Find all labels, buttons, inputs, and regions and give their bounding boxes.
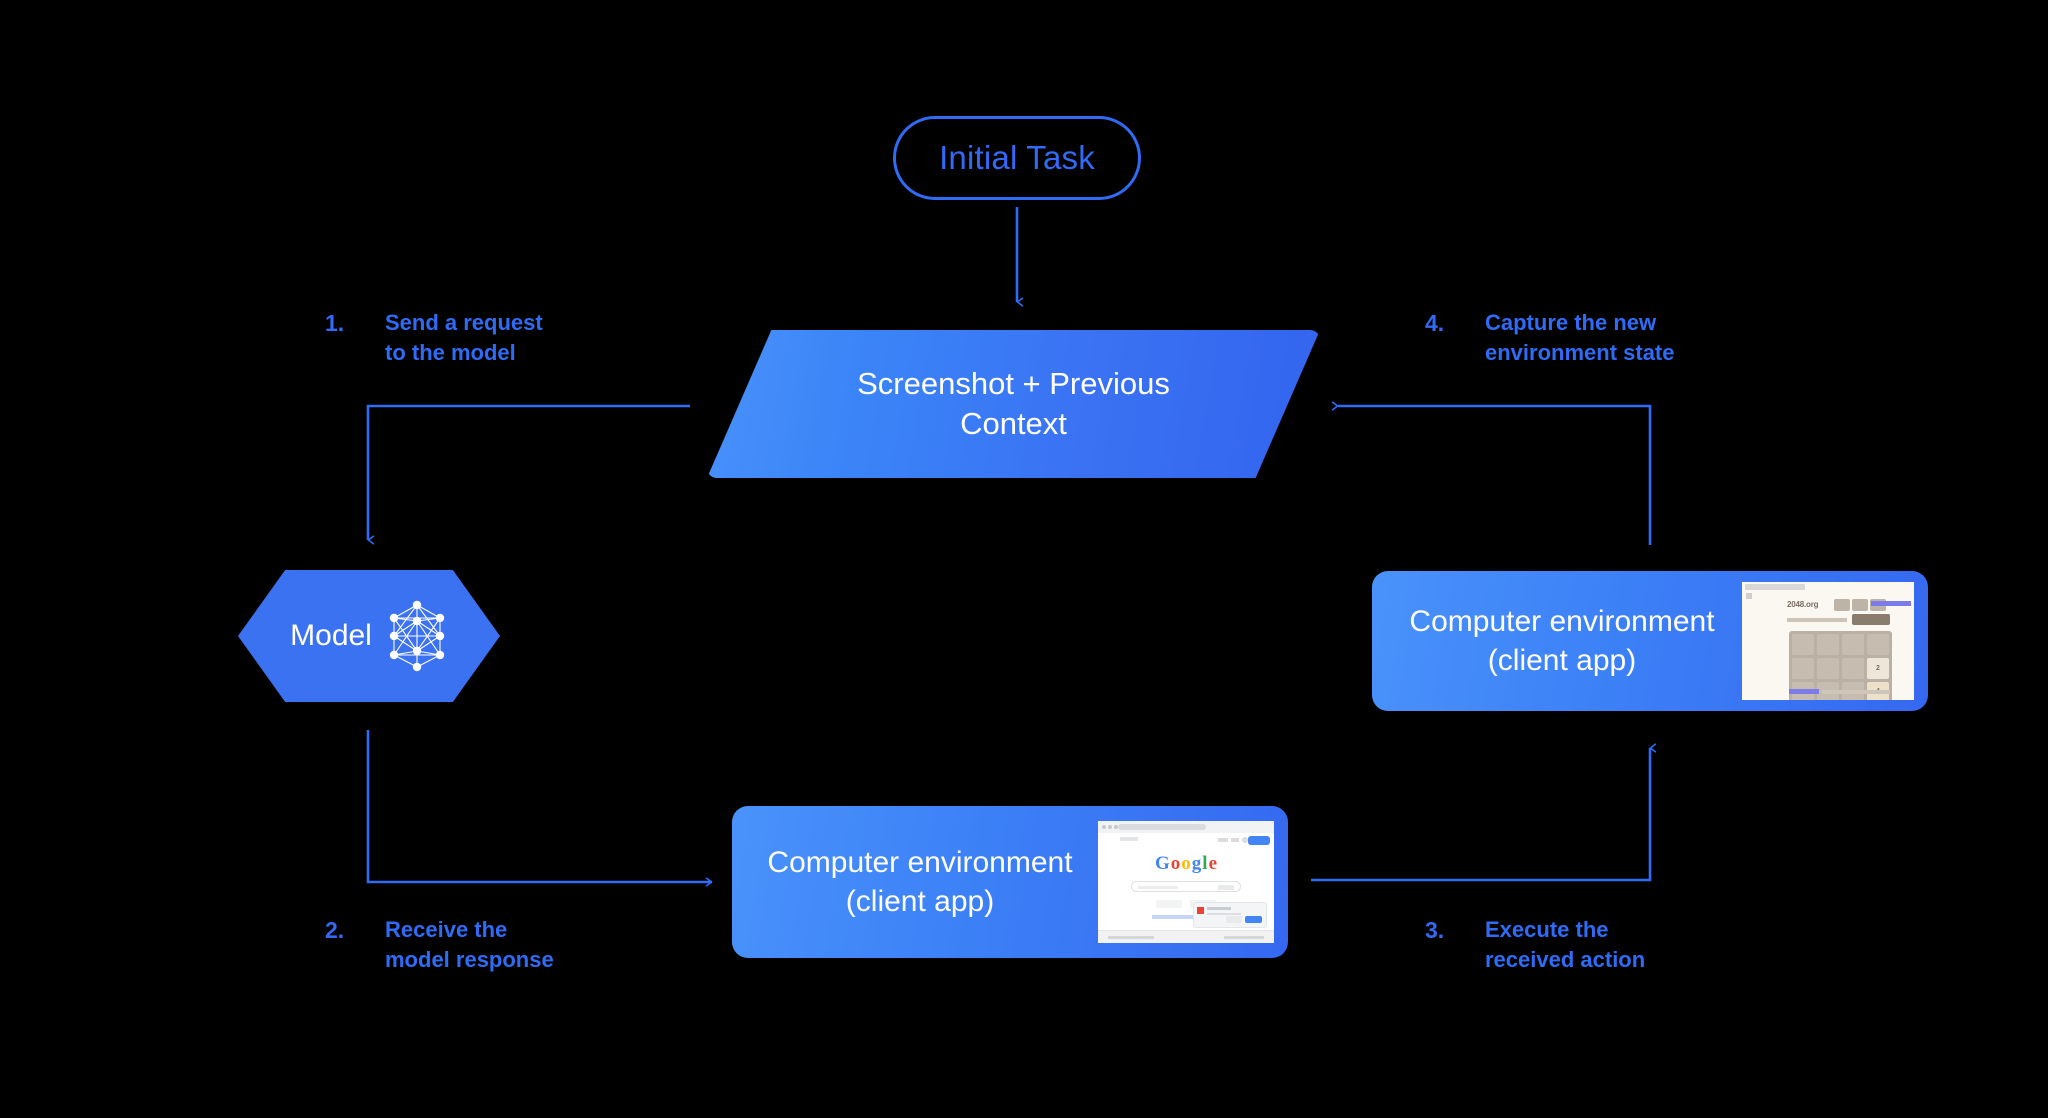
step-label-4: 4. Capture the new environment state: [1425, 308, 1675, 369]
context-node-shape: [707, 330, 1320, 478]
step-number: 2.: [325, 917, 345, 943]
grid-cell: [1792, 657, 1814, 679]
grid-tile: 2: [1867, 657, 1889, 679]
logo-letter: e: [1208, 853, 1217, 874]
page-nav-text: [1120, 837, 1138, 841]
neural-network-icon: [389, 600, 445, 672]
score-box: [1852, 599, 1868, 611]
top-nav-links: [1218, 837, 1270, 843]
game-subtitle: [1787, 618, 1847, 622]
new-game-button: [1852, 614, 1890, 625]
client-app-bottom-line1: Computer environment: [767, 846, 1073, 879]
client-app-node-bottom: Computer environment (client app) G o o: [732, 806, 1288, 958]
step-number: 4.: [1425, 310, 1445, 336]
arrow-client-right-to-context: [1331, 401, 1652, 545]
sign-in-button: [1248, 836, 1270, 845]
footer-text: [1822, 690, 1890, 694]
reload-icon: [1114, 825, 1118, 829]
back-icon: [1102, 825, 1106, 829]
client-app-node-right: Computer environment (client app) 2048.o…: [1372, 571, 1928, 711]
grid-cell: [1817, 657, 1839, 679]
arrow-model-to-client-bottom: [366, 730, 713, 887]
language-links: [1152, 915, 1220, 919]
thumbnail-2048-game: 2048.org 2: [1742, 582, 1914, 700]
search-input: [1131, 881, 1241, 892]
step-label-3: 3. Execute the received action: [1425, 915, 1645, 976]
arrow-client-bottom-to-client-right: [1311, 743, 1657, 882]
header-link: [1871, 601, 1911, 606]
model-node: Model: [238, 570, 500, 702]
footer-link: [1789, 689, 1819, 694]
grid-cell: [1842, 634, 1864, 655]
step-text: Execute the received action: [1485, 917, 1646, 973]
logo-letter: o: [1181, 853, 1191, 874]
google-logo: G o o g l e: [1155, 854, 1217, 873]
initial-task-node: Initial Task: [893, 116, 1141, 200]
client-app-right-label: Computer environment (client app): [1372, 602, 1742, 680]
step-label-1: 1. Send a request to the model: [325, 308, 543, 369]
forward-icon: [1108, 825, 1112, 829]
arrow-context-to-model: [366, 404, 690, 545]
thumbnail-google-search: G o o g l e: [1098, 821, 1274, 943]
logo-letter: g: [1191, 853, 1202, 874]
grid-cell: [1867, 634, 1889, 655]
game-grid: 2 4 4 8: [1789, 631, 1892, 700]
model-node-shape: [238, 570, 500, 702]
logo-letter: l: [1202, 853, 1208, 874]
popup-dialog: [1193, 902, 1267, 928]
browser-tab-icon: [1746, 593, 1752, 599]
initial-task-label: Initial Task: [939, 139, 1095, 176]
grid-cell: [1842, 657, 1864, 679]
context-node-line2: Context: [960, 406, 1067, 441]
score-box: [1834, 599, 1850, 611]
step-number: 1.: [325, 310, 345, 336]
logo-letter: o: [1170, 853, 1181, 874]
grid-cell: [1817, 634, 1839, 655]
step-text: Send a request to the model: [385, 310, 543, 366]
step-text: Receive the model response: [385, 917, 554, 973]
context-node-label: Screenshot + Previous Context: [707, 330, 1320, 478]
dialog-confirm-button: [1245, 916, 1262, 923]
dialog-icon: [1197, 907, 1204, 914]
client-app-right-line1: Computer environment: [1409, 605, 1715, 638]
client-app-bottom-label: Computer environment (client app): [732, 843, 1098, 921]
dialog-cancel-button: [1226, 916, 1242, 923]
client-app-right-line2: (client app): [1487, 644, 1637, 677]
logo-letter: G: [1155, 853, 1170, 874]
step-number: 3.: [1425, 917, 1445, 943]
browser-bar: [1745, 584, 1805, 590]
page-footer: [1098, 930, 1274, 943]
step-label-2: 2. Receive the model response: [325, 915, 554, 976]
client-app-bottom-line2: (client app): [845, 885, 995, 918]
context-node: Screenshot + Previous Context: [707, 330, 1320, 478]
game-site-title: 2048.org: [1787, 600, 1819, 609]
model-node-label: Model: [290, 619, 372, 652]
context-node-line1: Screenshot + Previous: [857, 365, 1170, 401]
step-text: Capture the new environment state: [1485, 310, 1675, 366]
grid-cell: [1792, 634, 1814, 655]
url-bar: [1118, 824, 1206, 830]
